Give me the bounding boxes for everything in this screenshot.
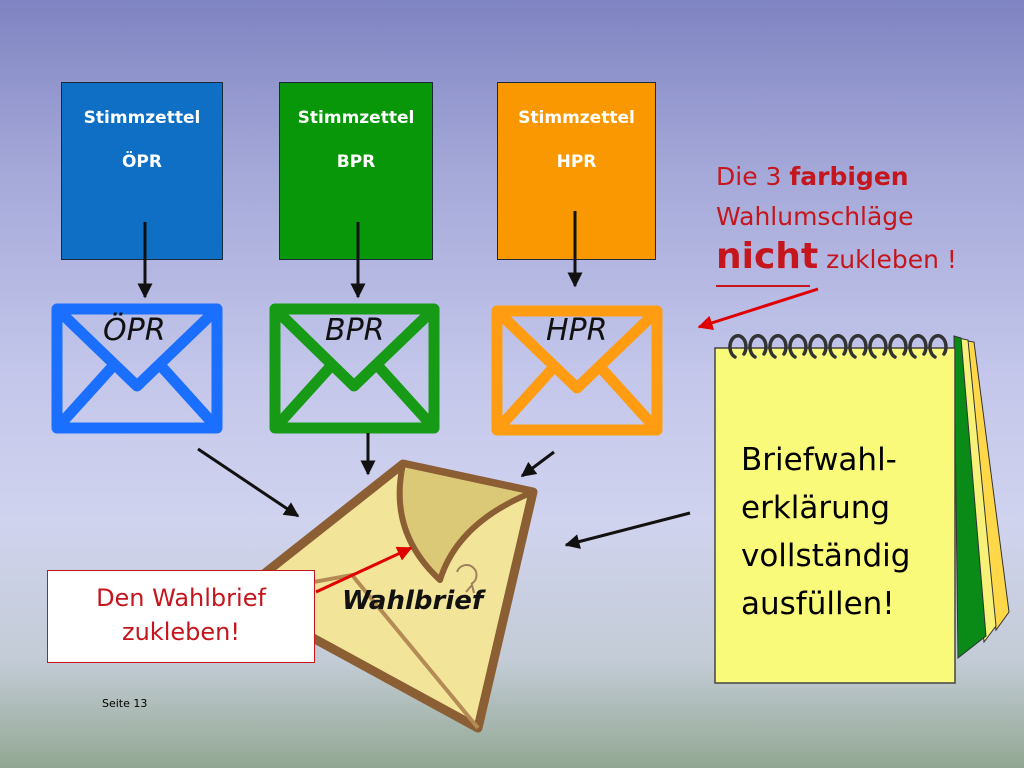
ballot-hpr-code: HPR (556, 152, 597, 172)
warning-rest: zukleben ! (818, 245, 957, 274)
wahlbrief-label: Wahlbrief (342, 586, 484, 616)
arrow-warning (697, 287, 819, 331)
seal-instruction-box: Den Wahlbrief zukleben! (47, 570, 315, 663)
notepad-line: vollständig (741, 538, 911, 574)
page-number: Seite 13 (102, 697, 148, 710)
arrow-oepr-to-wahlbrief (197, 447, 300, 518)
ballot-hpr: Stimmzettel HPR (497, 82, 656, 260)
envelope-label-hpr: HPR (546, 313, 608, 348)
open-envelope-icon (231, 459, 538, 733)
spiral-notepad-icon (714, 334, 1010, 684)
ballot-hpr-title: Stimmzettel (518, 108, 635, 128)
notepad-line: Briefwahl- (741, 442, 897, 478)
recycle-icon (456, 564, 478, 594)
envelope-label-oepr: ÖPR (103, 313, 166, 348)
arrow-hpr-to-wahlbrief (520, 450, 555, 478)
arrow-seal (315, 546, 413, 594)
ballot-bpr-code: BPR (336, 152, 376, 172)
warning-line-3: nicht zukleben ! (716, 237, 1016, 280)
warning-part1: Die 3 (716, 162, 790, 191)
warning-line-2: Wahlumschläge (716, 202, 914, 231)
envelope-icon-bpr (269, 303, 440, 434)
warning-line-1: Die 3 farbigen (716, 157, 1016, 197)
ballot-bpr: Stimmzettel BPR (279, 82, 433, 260)
warning-text: Die 3 farbigen Wahlumschläge nicht zukle… (716, 157, 1016, 280)
warning-bold-word: farbigen (789, 162, 909, 191)
ballot-bpr-title: Stimmzettel (297, 108, 415, 128)
envelope-icon-hpr (491, 305, 663, 436)
arrow-notepad-to-wahlbrief (564, 511, 691, 549)
notepad-text: Briefwahl- erklärung vollständig ausfüll… (741, 436, 951, 628)
ballot-oepr-code: ÖPR (121, 152, 162, 172)
envelope-icon-oepr (51, 303, 223, 434)
warning-nicht: nicht (716, 236, 819, 277)
notepad-line: erklärung (741, 490, 891, 526)
envelope-label-bpr: BPR (325, 313, 385, 348)
ballot-oepr-title: Stimmzettel (83, 108, 201, 128)
notepad-line: ausfüllen! (741, 586, 895, 622)
ballot-oepr: Stimmzettel ÖPR (61, 82, 223, 260)
